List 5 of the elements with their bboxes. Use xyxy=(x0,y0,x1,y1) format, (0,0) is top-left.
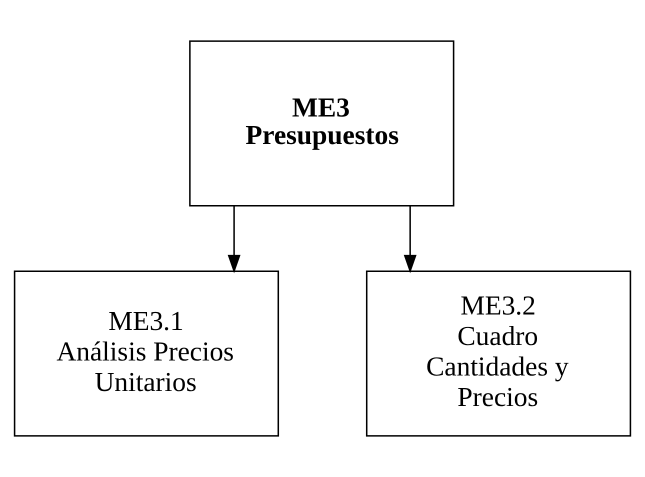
node-box: ME3 Presupuestos xyxy=(189,40,454,206)
node-box: ME3.1 Análisis Precios Unitarios xyxy=(14,270,280,437)
arrow xyxy=(228,206,240,274)
arrow xyxy=(404,206,417,274)
node-box: ME3.2 Cuadro Cantidades y Precios xyxy=(366,270,632,437)
